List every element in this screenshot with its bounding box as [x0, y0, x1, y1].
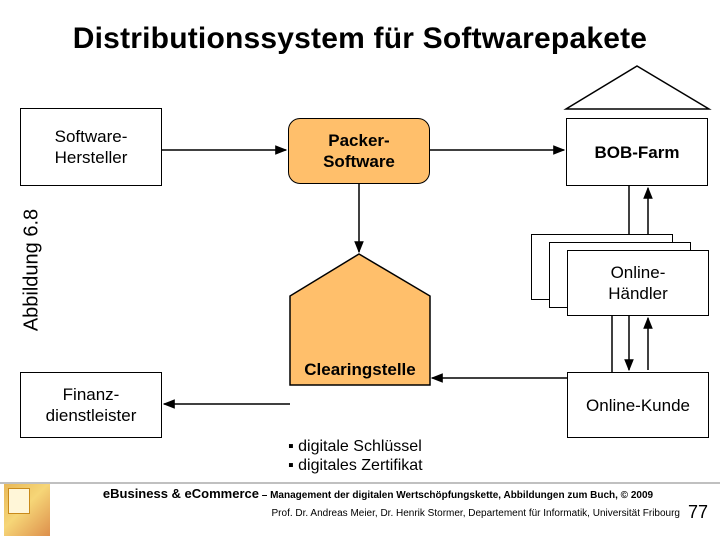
node-packer-software-line1: Packer-	[328, 131, 390, 150]
bullet-item: digitale Schlüssel	[288, 437, 423, 456]
footer-book-line: eBusiness & eCommerce – Management der d…	[68, 486, 688, 501]
node-software-hersteller: Software- Hersteller	[20, 108, 162, 186]
node-online-kunde-label: Online-Kunde	[586, 395, 690, 415]
node-packer-software-line2: Software	[323, 152, 395, 171]
bullet-item: digitales Zertifikat	[288, 456, 423, 475]
footer-brand: eBusiness & eCommerce	[102, 486, 259, 501]
node-finanzdienstleister: Finanz- dienstleister	[20, 372, 162, 438]
bob-farm-roof	[563, 65, 712, 110]
publisher-logo-mark	[8, 488, 30, 514]
node-bob-farm: BOB-Farm	[566, 118, 708, 186]
node-software-hersteller-line2: Hersteller	[54, 148, 128, 167]
footer-subtitle: – Management der digitalen Wertschöpfung…	[258, 490, 654, 501]
node-clearingstelle-label: Clearingstelle	[304, 360, 416, 379]
node-online-haendler: Online- Händler	[567, 250, 709, 316]
page-number: 77	[688, 502, 709, 522]
footer-authors: Prof. Dr. Andreas Meier, Dr. Henrik Stor…	[271, 508, 680, 519]
node-packer-software: Packer- Software	[288, 118, 430, 184]
clearingstelle-shape	[289, 253, 431, 386]
slide-title: Distributionssystem für Softwarepakete	[72, 22, 648, 55]
clearing-bullet-list: digitale Schlüssel digitales Zertifikat	[288, 437, 423, 475]
node-finanz-line1: Finanz-	[62, 385, 120, 404]
node-online-haendler-line1: Online-	[610, 263, 666, 282]
node-finanz-line2: dienstleister	[45, 406, 137, 425]
node-software-hersteller-line1: Software-	[54, 127, 128, 146]
footer-divider	[0, 482, 720, 484]
node-online-kunde: Online-Kunde	[567, 372, 709, 438]
node-bob-farm-label: BOB-Farm	[594, 142, 680, 162]
node-online-haendler-line2: Händler	[608, 284, 668, 303]
